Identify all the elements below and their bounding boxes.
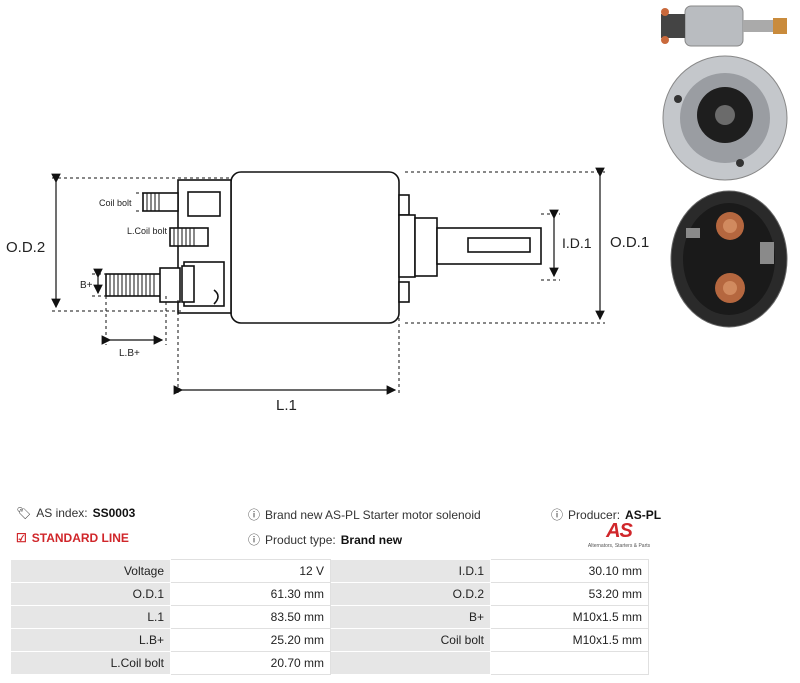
product-type-label: Product type:: [265, 532, 336, 547]
checkbox-icon: ☑: [16, 531, 27, 545]
spec-label: O.D.1: [10, 582, 171, 606]
spec-label: L.B+: [10, 628, 171, 652]
logo-tagline: Alternators, Starters & Parts: [587, 543, 651, 549]
info-icon: ⓘ: [551, 508, 564, 522]
spec-value: 30.10 mm: [490, 559, 649, 583]
spec-label: Voltage: [10, 559, 171, 583]
product-photo-side: [661, 5, 787, 47]
label-bplus: B+: [80, 280, 93, 291]
solenoid-body: [230, 171, 400, 324]
spec-label: Coil bolt: [330, 628, 491, 652]
spec-value: 20.70 mm: [170, 651, 331, 675]
spec-label: L.1: [10, 605, 171, 629]
specs-table: Voltage 12 V I.D.1 30.10 mm O.D.1 61.30 …: [10, 559, 649, 675]
product-type-value: Brand new: [340, 532, 403, 547]
logo-mark: AS: [606, 520, 633, 542]
spec-value: M10x1.5 mm: [490, 628, 649, 652]
standard-line: ☑ STANDARD LINE: [16, 531, 129, 545]
producer: ⓘ Producer: AS-PL: [551, 506, 661, 523]
spec-value: 83.50 mm: [170, 605, 331, 629]
info-icon: ⓘ: [248, 508, 261, 522]
info-icon: ⓘ: [248, 533, 261, 547]
product-photo-front: [662, 55, 788, 181]
producer-value: AS-PL: [625, 507, 662, 522]
spec-value: 53.20 mm: [490, 582, 649, 606]
label-l-coil-bolt: L.Coil bolt: [127, 226, 168, 236]
producer-label: Producer:: [568, 507, 621, 522]
spec-value: 25.20 mm: [170, 628, 331, 652]
label-coil-bolt: Coil bolt: [99, 198, 132, 208]
spec-value: [490, 651, 649, 675]
as-index-value: SS0003: [92, 506, 136, 520]
label-id1: I.D.1: [562, 235, 592, 251]
as-pl-logo: AS Alternators, Starters & Parts: [585, 520, 653, 549]
table-row: L.Coil bolt 20.70 mm: [10, 651, 649, 675]
description-text: Brand new AS-PL Starter motor solenoid: [265, 507, 481, 522]
as-index-label: AS index:: [36, 506, 88, 520]
product-photo-rear: [670, 190, 788, 328]
as-index: 🏷︎ AS index: SS0003: [16, 506, 135, 520]
tag-icon: 🏷︎: [16, 506, 32, 520]
standard-line-label: STANDARD LINE: [31, 531, 129, 545]
spec-label: B+: [330, 605, 491, 629]
label-l1: L.1: [276, 397, 297, 414]
table-row: L.B+ 25.20 mm Coil bolt M10x1.5 mm: [10, 628, 649, 652]
spec-value: M10x1.5 mm: [490, 605, 649, 629]
spec-label: O.D.2: [330, 582, 491, 606]
spec-label: I.D.1: [330, 559, 491, 583]
label-od2: O.D.2: [6, 239, 45, 256]
product-type: ⓘ Product type: Brand new: [248, 531, 402, 548]
label-od1: O.D.1: [610, 234, 649, 251]
spec-value: 12 V: [170, 559, 331, 583]
description: ⓘ Brand new AS-PL Starter motor solenoid: [248, 506, 481, 523]
spec-label: L.Coil bolt: [10, 651, 171, 675]
table-row: O.D.1 61.30 mm O.D.2 53.20 mm: [10, 582, 649, 606]
spec-label: [330, 651, 491, 675]
label-lb: L.B+: [119, 348, 140, 359]
spec-value: 61.30 mm: [170, 582, 331, 606]
table-row: L.1 83.50 mm B+ M10x1.5 mm: [10, 605, 649, 629]
technical-drawing: O.D.2 O.D.1 I.D.1 L.1 L.B+ B+ Coil bolt …: [6, 167, 649, 414]
table-row: Voltage 12 V I.D.1 30.10 mm: [10, 559, 649, 583]
